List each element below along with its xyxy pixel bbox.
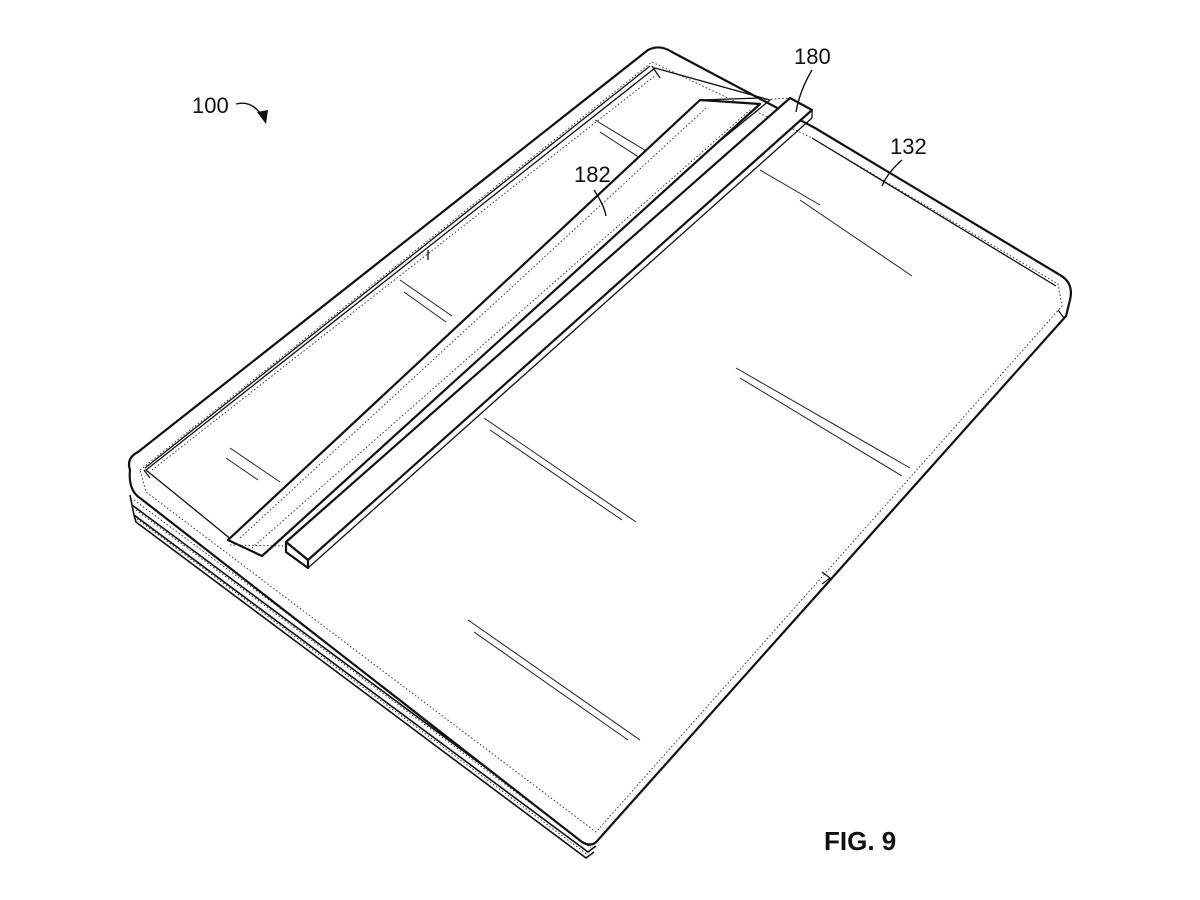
folio-body — [127, 46, 1072, 846]
ref-label-100: 100 — [192, 93, 229, 118]
left-panel — [143, 65, 772, 541]
folio-stitching — [139, 61, 1063, 833]
arrowhead-icon — [257, 110, 268, 124]
leader-100-arrow — [235, 102, 263, 117]
ref-label-180: 180 — [794, 44, 831, 69]
figure-caption: FIG. 9 — [824, 826, 896, 856]
leader-lines — [235, 69, 903, 217]
cover-132-shading — [467, 169, 1065, 741]
folio-outline — [127, 46, 1072, 846]
strap-182 — [226, 97, 762, 558]
bar-180 — [229, 96, 814, 570]
ref-label-182: 182 — [574, 162, 611, 187]
ref-label-132: 132 — [890, 134, 927, 159]
leader-132 — [881, 159, 903, 187]
leader-182 — [593, 189, 607, 217]
leader-180 — [795, 69, 813, 113]
